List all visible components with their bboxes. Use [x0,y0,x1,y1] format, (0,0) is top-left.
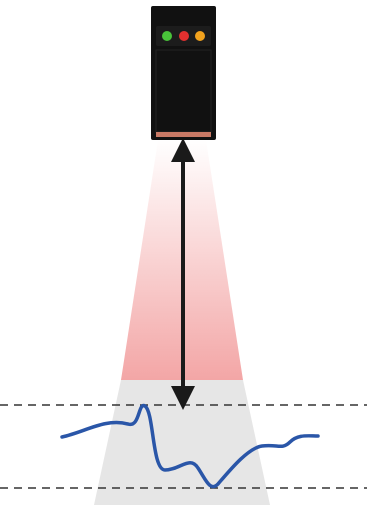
amber-indicator-led [195,31,205,41]
surface-profile-curve [60,404,320,489]
red-indicator-led [179,31,189,41]
sensor-laser-window [156,132,211,137]
laser-sensor [151,6,216,140]
green-indicator-led [162,31,172,41]
measurement-zone [94,380,270,505]
